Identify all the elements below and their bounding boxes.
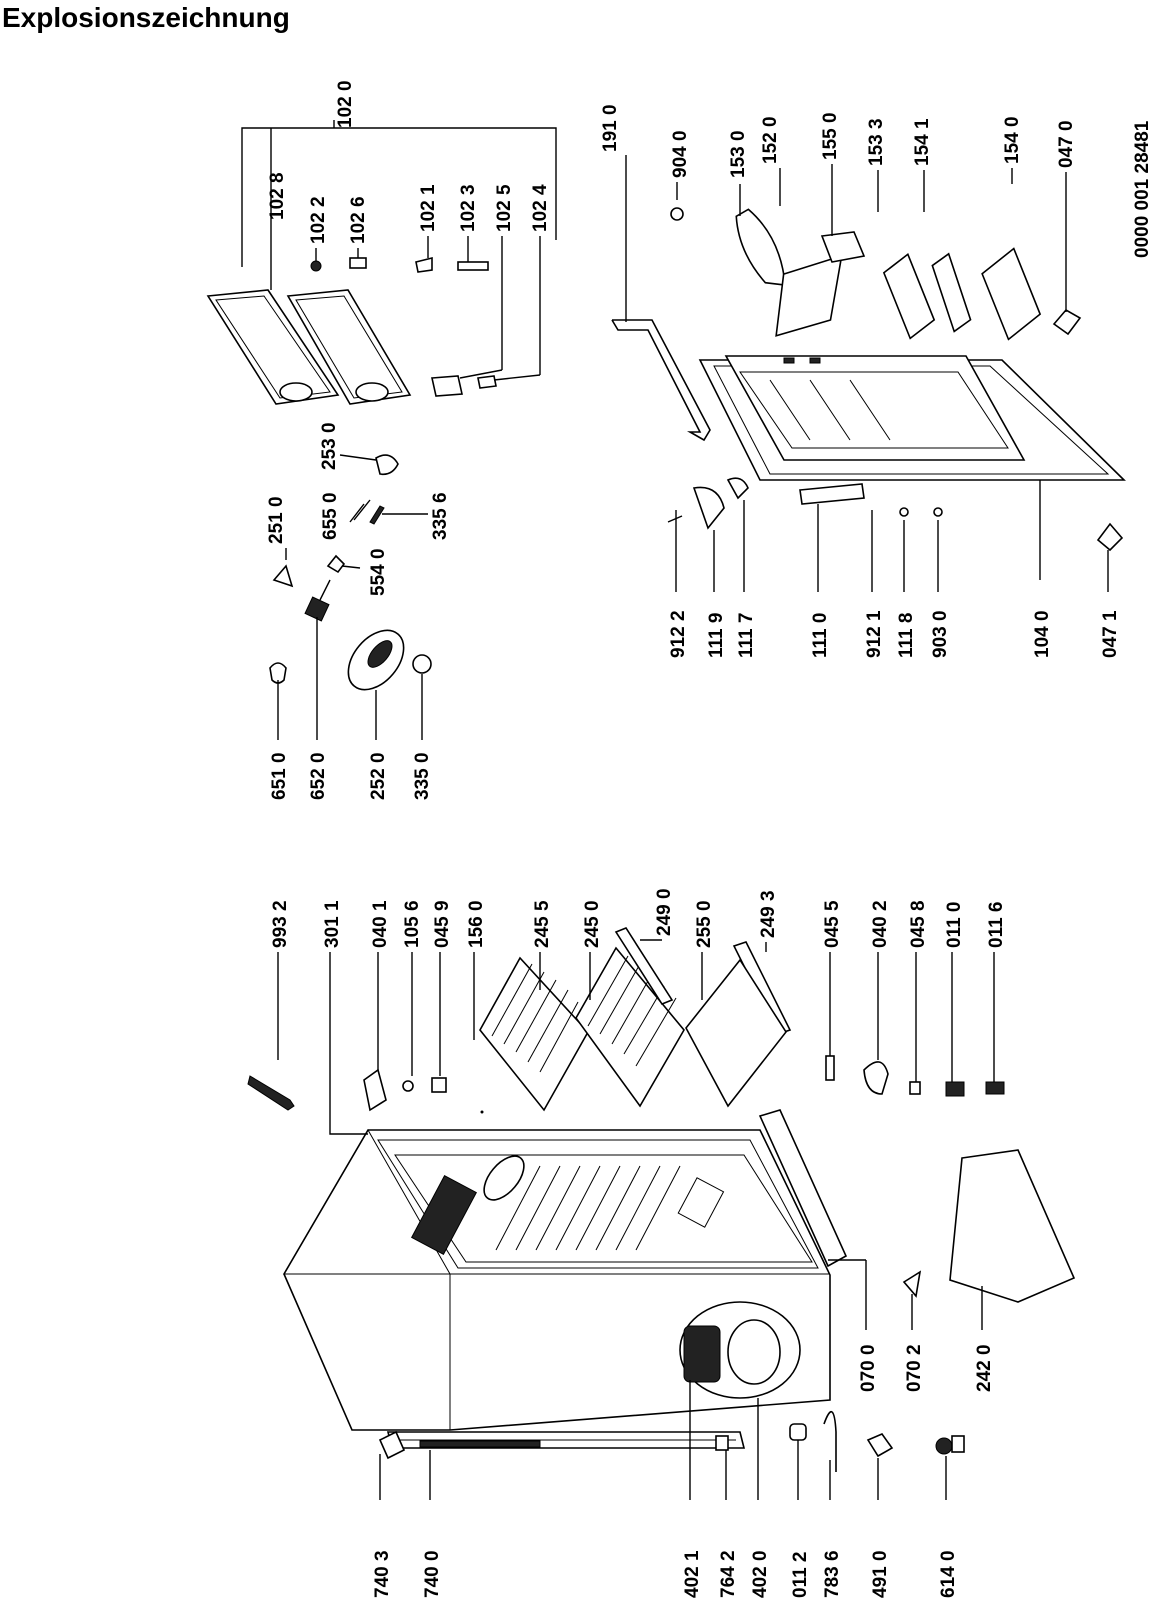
label-912-2: 912 2 — [668, 610, 689, 658]
label-040-1: 040 1 — [370, 900, 391, 948]
label-335-6: 335 6 — [430, 492, 451, 540]
label-047-1: 047 1 — [1100, 610, 1121, 658]
label-245-0: 245 0 — [582, 900, 603, 948]
shelf-panel-1026 — [286, 289, 412, 405]
label-301-1: 301 1 — [322, 900, 343, 948]
label-652-0: 652 0 — [308, 752, 329, 800]
label-102-0: 102 0 — [335, 80, 356, 128]
label-047-0: 047 0 — [1056, 120, 1077, 168]
label-740-0: 740 0 — [422, 1550, 443, 1598]
label-102-8: 102 8 — [267, 172, 288, 220]
label-249-3: 249 3 — [758, 890, 779, 938]
label-335-0: 335 0 — [412, 752, 433, 800]
label-402-0: 402 0 — [750, 1550, 771, 1598]
label-554-0: 554 0 — [368, 548, 389, 596]
label-153-0: 153 0 — [728, 130, 749, 178]
label-152-0: 152 0 — [760, 116, 781, 164]
crisper-drawer — [949, 1149, 1076, 1303]
label-111-7: 111 7 — [736, 613, 757, 658]
label-102-1: 102 1 — [418, 184, 439, 232]
label-011-6: 011 6 — [986, 902, 1007, 949]
label-245-5: 245 5 — [532, 900, 553, 948]
label-011-0: 011 0 — [944, 902, 965, 949]
label-903-0: 903 0 — [930, 610, 951, 658]
label-764-2: 764 2 — [718, 1550, 739, 1598]
label-614-0: 614 0 — [938, 1550, 959, 1598]
label-242-0: 242 0 — [974, 1344, 995, 1392]
label-040-2: 040 2 — [870, 900, 891, 948]
label-740-3: 740 3 — [372, 1550, 393, 1598]
wire-shelf-2455 — [479, 956, 589, 1112]
thermostat-group — [269, 454, 432, 740]
shelves-group — [247, 927, 1005, 1114]
label-111-0: 111 0 — [810, 613, 831, 658]
label-153-3: 153 3 — [866, 118, 887, 166]
label-102-2: 102 2 — [308, 196, 329, 244]
label-783-6: 783 6 — [822, 1550, 843, 1598]
label-651-0: 651 0 — [269, 752, 290, 800]
label-191-0: 191 0 — [600, 104, 621, 152]
label-491-0: 491 0 — [870, 1550, 891, 1598]
wire-shelf-2450 — [575, 946, 685, 1108]
label-102-6: 102 6 — [348, 196, 369, 244]
label-155-0: 155 0 — [820, 112, 841, 160]
label-045-9: 045 9 — [432, 900, 453, 948]
label-156-0: 156 0 — [466, 900, 487, 948]
door-shelf-group — [206, 120, 557, 405]
label-045-5: 045 5 — [822, 900, 843, 948]
label-255-0: 255 0 — [694, 900, 715, 948]
label-253-0: 253 0 — [319, 422, 340, 470]
label-102-4: 102 4 — [530, 184, 551, 232]
glass-shelf — [685, 958, 787, 1108]
door-group — [611, 155, 1126, 592]
doc-number: 0000 001 28481 — [1132, 120, 1153, 258]
label-251-0: 251 0 — [266, 496, 287, 544]
label-011-2: 011 2 — [790, 1552, 811, 1599]
label-402-1: 402 1 — [682, 1550, 703, 1598]
label-249-0: 249 0 — [654, 888, 675, 936]
label-111-9: 111 9 — [706, 613, 727, 658]
cabinet-group — [283, 952, 1076, 1500]
label-111-8: 111 8 — [896, 613, 917, 658]
label-154-0-bin: 154 0 — [1002, 116, 1023, 164]
label-105-6: 105 6 — [402, 900, 423, 948]
label-252-0: 252 0 — [368, 752, 389, 800]
label-045-8: 045 8 — [908, 900, 929, 948]
page-title: Explosionszeichnung — [2, 2, 290, 33]
label-104-0: 104 0 — [1032, 610, 1053, 658]
label-993-2: 993 2 — [270, 900, 291, 948]
label-154-1: 154 1 — [912, 118, 933, 166]
label-070-0: 070 0 — [858, 1344, 879, 1392]
label-102-3: 102 3 — [458, 184, 479, 232]
shelf-panel-1028 — [206, 289, 340, 405]
label-655-0: 655 0 — [320, 492, 341, 540]
label-912-1: 912 1 — [864, 610, 885, 658]
label-070-2: 070 2 — [904, 1344, 925, 1392]
label-102-5: 102 5 — [494, 184, 515, 232]
label-904-0: 904 0 — [670, 130, 691, 178]
